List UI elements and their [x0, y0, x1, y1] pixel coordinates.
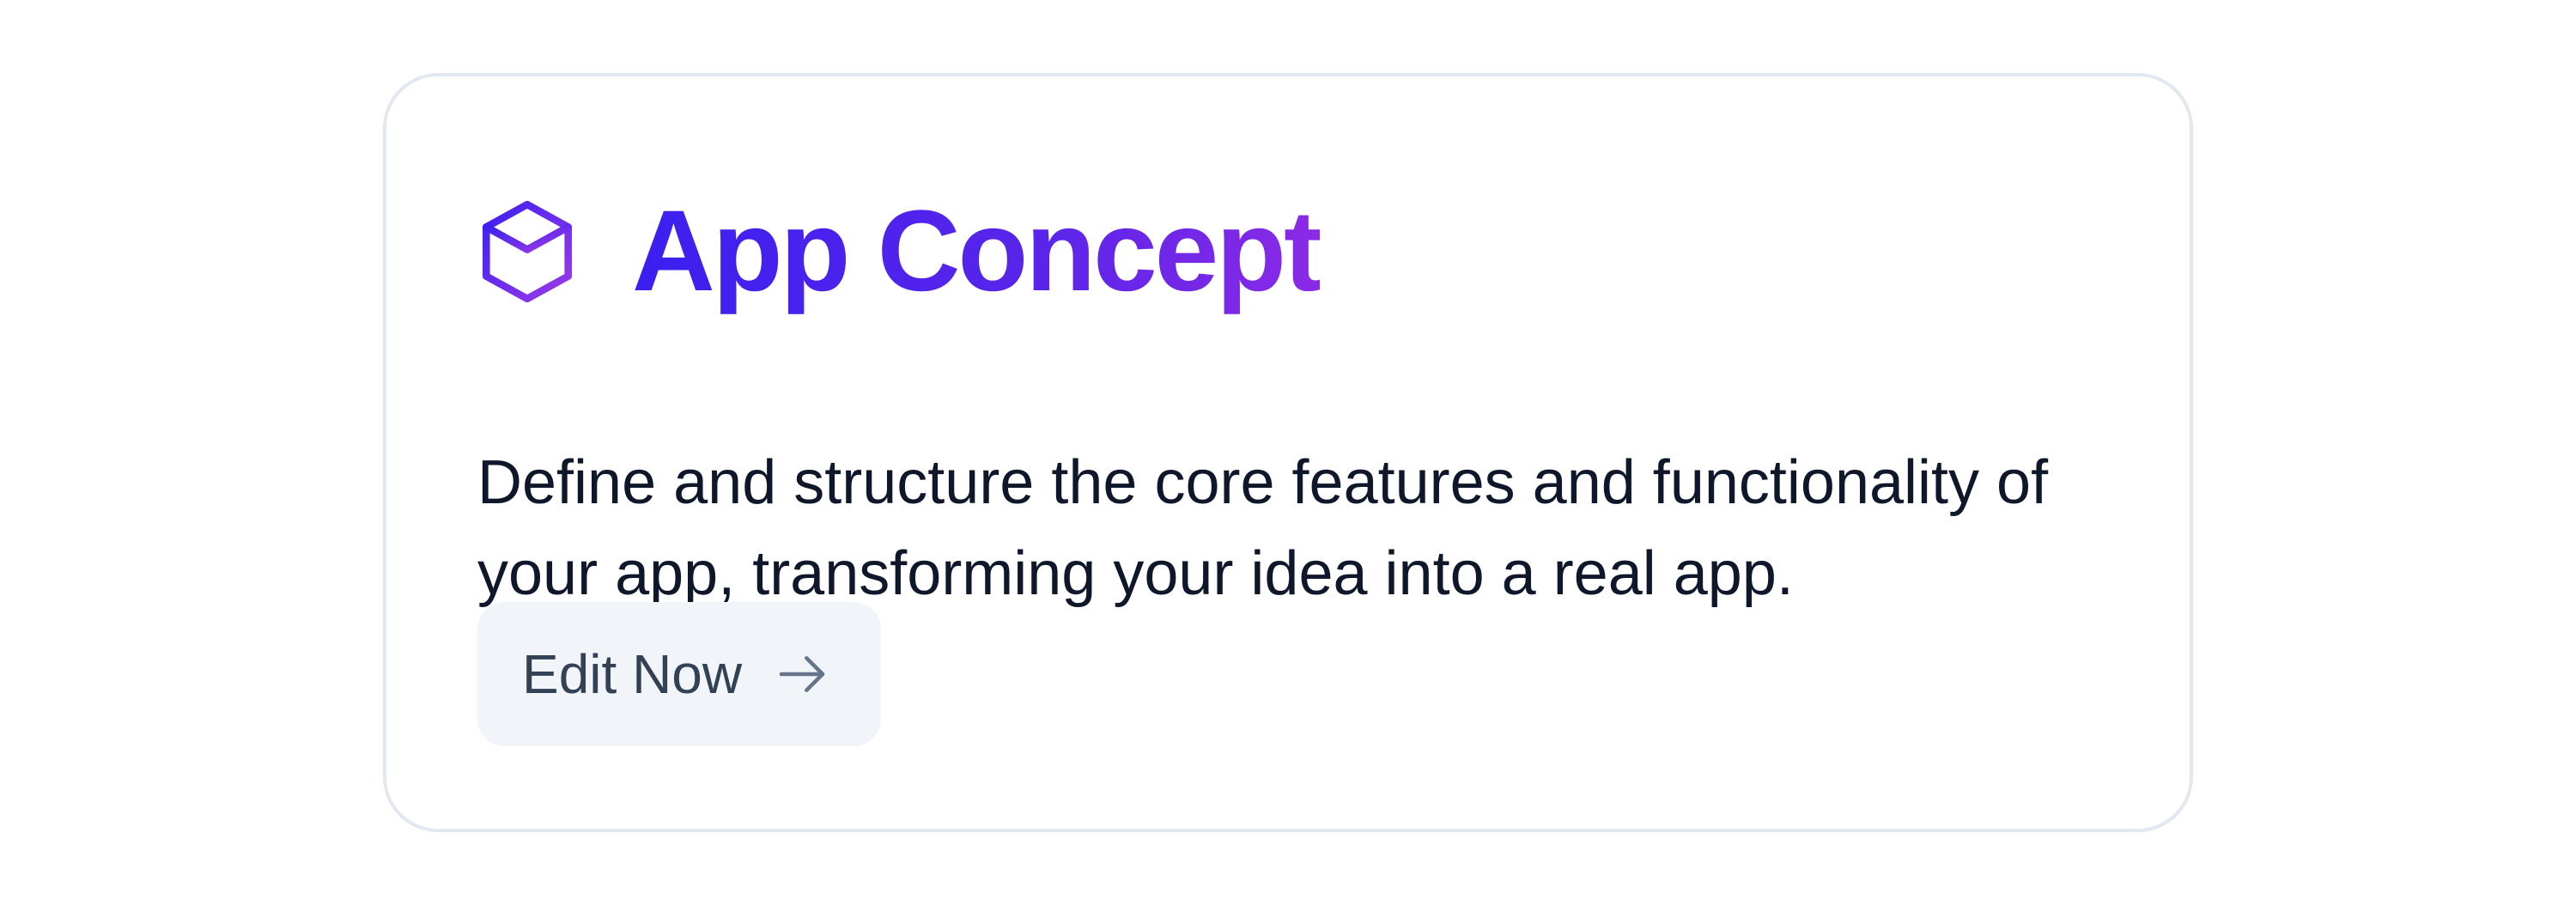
- edit-now-label: Edit Now: [522, 643, 743, 705]
- card-title: App Concept: [632, 183, 1322, 320]
- edit-now-button[interactable]: Edit Now: [477, 602, 881, 746]
- arrow-right-icon: [742, 647, 833, 702]
- app-concept-card: App Concept Define and structure the cor…: [383, 73, 2193, 832]
- card-description: Define and structure the core features a…: [477, 448, 2049, 608]
- card-header: App Concept: [477, 183, 1322, 320]
- cube-icon: [477, 198, 577, 305]
